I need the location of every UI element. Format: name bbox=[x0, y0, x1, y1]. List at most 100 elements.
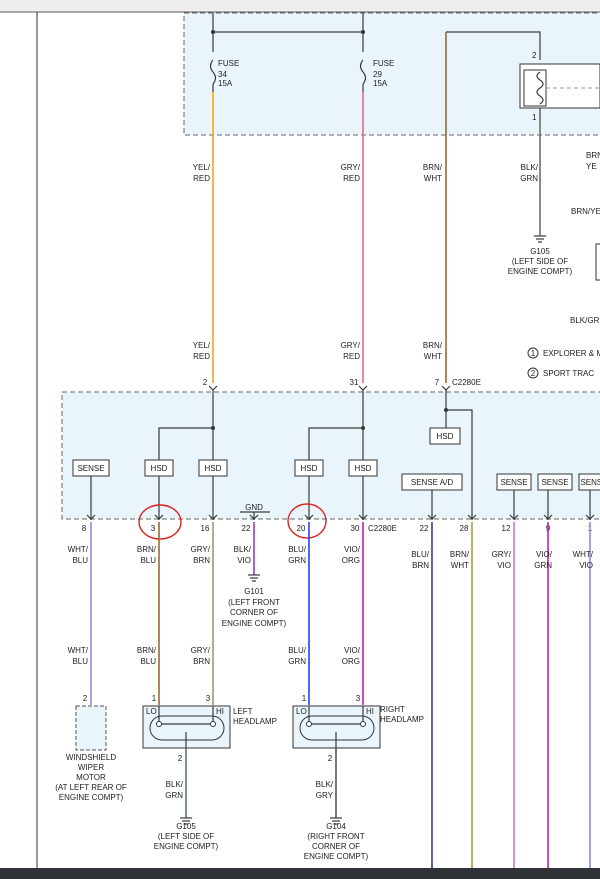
svg-text:BLK/: BLK/ bbox=[234, 545, 252, 554]
sense-block-3: SENSE bbox=[537, 473, 573, 491]
svg-text:ENGINE COMPT): ENGINE COMPT) bbox=[222, 619, 287, 628]
svg-text:GRN: GRN bbox=[534, 561, 552, 570]
svg-text:16: 16 bbox=[201, 524, 210, 533]
svg-text:HI: HI bbox=[366, 707, 374, 716]
svg-text:YEL/: YEL/ bbox=[193, 341, 211, 350]
sense-ad-block: SENSE A/D bbox=[401, 473, 463, 491]
svg-text:BLU/: BLU/ bbox=[411, 550, 430, 559]
svg-text:LO: LO bbox=[146, 707, 157, 716]
wire-labels-ground: BLK/ GRN BLK/ GRY bbox=[165, 780, 334, 800]
svg-text:BRN/: BRN/ bbox=[423, 163, 443, 172]
svg-text:MOTOR: MOTOR bbox=[76, 773, 106, 782]
svg-text:2: 2 bbox=[83, 694, 88, 703]
svg-text:BLU: BLU bbox=[72, 657, 88, 666]
wire-labels-bottom: WHT/ BLU BRN/ BLU GRY/ BRN BLK/ VIO BLU/… bbox=[68, 545, 594, 570]
svg-text:VIO/: VIO/ bbox=[536, 550, 553, 559]
svg-text:BRN: BRN bbox=[193, 556, 210, 565]
svg-text:BLU: BLU bbox=[140, 657, 156, 666]
svg-text:30: 30 bbox=[351, 524, 360, 533]
sense-block-2: SENSE bbox=[496, 473, 532, 491]
svg-text:SPORT TRAC: SPORT TRAC bbox=[543, 369, 594, 378]
svg-text:VIO: VIO bbox=[497, 561, 511, 570]
wire-labels-top: YEL/ RED GRY/ RED BRN/ WHT BLK/ GRN BRN … bbox=[193, 151, 600, 325]
svg-text:2: 2 bbox=[532, 51, 537, 60]
sense-block-1: SENSE bbox=[72, 459, 110, 477]
ground-g105-bottom: G105 (LEFT SIDE OF ENGINE COMPT) bbox=[154, 817, 219, 851]
svg-text:LO: LO bbox=[296, 707, 307, 716]
hsd-block-2: HSD bbox=[198, 459, 228, 477]
svg-text:1: 1 bbox=[152, 694, 157, 703]
svg-text:SENSE: SENSE bbox=[500, 478, 527, 487]
svg-text:GRN: GRN bbox=[520, 174, 538, 183]
svg-text:YEL/: YEL/ bbox=[193, 163, 211, 172]
svg-text:2: 2 bbox=[178, 754, 183, 763]
svg-text:GRY/: GRY/ bbox=[341, 341, 361, 350]
hsd-block-1: HSD bbox=[144, 459, 174, 477]
svg-text:YE: YE bbox=[586, 162, 597, 171]
svg-text:34: 34 bbox=[218, 70, 227, 79]
svg-text:(LEFT FRONT: (LEFT FRONT bbox=[228, 598, 280, 607]
highlight-circle-pin-3 bbox=[138, 504, 182, 540]
fuse-29: FUSE 29 15A bbox=[359, 59, 394, 92]
svg-text:C2280E: C2280E bbox=[452, 378, 481, 387]
lamp-pin-numbers: 2 1 3 1 3 2 2 bbox=[83, 694, 361, 763]
svg-text:BLK/: BLK/ bbox=[521, 163, 539, 172]
svg-text:BRN: BRN bbox=[586, 151, 600, 160]
bottom-toolbar[interactable] bbox=[0, 868, 600, 879]
svg-text:RED: RED bbox=[343, 352, 360, 361]
svg-text:BRN: BRN bbox=[193, 657, 210, 666]
svg-text:SENSE A/D: SENSE A/D bbox=[411, 478, 453, 487]
wire-labels-mid: YEL/ RED GRY/ RED BRN/ WHT bbox=[193, 341, 443, 361]
svg-text:15A: 15A bbox=[218, 79, 233, 88]
svg-text:GRN: GRN bbox=[288, 556, 306, 565]
svg-text:3: 3 bbox=[356, 694, 361, 703]
svg-text:(AT LEFT REAR OF: (AT LEFT REAR OF bbox=[55, 783, 127, 792]
pin-arrows bbox=[86, 514, 595, 520]
windshield-wiper-motor: WINDSHIELD WIPER MOTOR (AT LEFT REAR OF … bbox=[55, 705, 127, 802]
svg-text:31: 31 bbox=[350, 378, 359, 387]
svg-text:GRN: GRN bbox=[165, 791, 183, 800]
highlight-circle-pin-20 bbox=[287, 503, 327, 539]
svg-text:ORG: ORG bbox=[342, 556, 360, 565]
ground-g101: G101 (LEFT FRONT CORNER OF ENGINE COMPT) bbox=[222, 574, 287, 628]
svg-text:BRN/: BRN/ bbox=[450, 550, 470, 559]
svg-text:8: 8 bbox=[82, 524, 87, 533]
svg-text:HEADLAMP: HEADLAMP bbox=[380, 715, 424, 724]
ground-g104: G104 (RIGHT FRONT CORNER OF ENGINE COMPT… bbox=[304, 817, 369, 861]
svg-text:BRN/: BRN/ bbox=[137, 646, 157, 655]
svg-text:G105: G105 bbox=[530, 247, 550, 256]
svg-text:GRY/: GRY/ bbox=[492, 550, 512, 559]
svg-text:VIO: VIO bbox=[579, 561, 593, 570]
svg-text:CORNER OF: CORNER OF bbox=[230, 608, 278, 617]
svg-text:2: 2 bbox=[531, 369, 536, 378]
svg-text:FUSE: FUSE bbox=[373, 59, 394, 68]
svg-text:28: 28 bbox=[460, 524, 469, 533]
svg-text:ORG: ORG bbox=[342, 657, 360, 666]
svg-text:CORNER OF: CORNER OF bbox=[312, 842, 360, 851]
svg-text:GRY/: GRY/ bbox=[341, 163, 361, 172]
notes: 1 EXPLORER & M 2 SPORT TRAC bbox=[527, 347, 600, 379]
svg-text:ENGINE COMPT): ENGINE COMPT) bbox=[304, 852, 369, 861]
fuse-34: FUSE 34 15A bbox=[209, 59, 239, 92]
svg-text:1: 1 bbox=[531, 349, 536, 358]
wire-labels-low: WHT/ BLU BRN/ BLU GRY/ BRN BLU/ GRN VIO/… bbox=[68, 646, 361, 666]
svg-text:BLU/: BLU/ bbox=[288, 545, 307, 554]
svg-text:BLK/: BLK/ bbox=[166, 780, 184, 789]
svg-text:WHT: WHT bbox=[424, 352, 442, 361]
svg-text:BRN: BRN bbox=[412, 561, 429, 570]
hsd-block-4: HSD bbox=[348, 459, 378, 477]
svg-text:12: 12 bbox=[502, 524, 511, 533]
svg-text:HSD: HSD bbox=[355, 464, 372, 473]
hsd-block-5: HSD bbox=[429, 427, 461, 445]
svg-text:15A: 15A bbox=[373, 79, 388, 88]
connector-top-pins: 2 31 7 C2280E bbox=[203, 378, 481, 391]
svg-text:1: 1 bbox=[532, 113, 537, 122]
svg-text:HSD: HSD bbox=[205, 464, 222, 473]
svg-text:HEADLAMP: HEADLAMP bbox=[233, 717, 277, 726]
svg-text:HSD: HSD bbox=[301, 464, 318, 473]
svg-text:WHT: WHT bbox=[424, 174, 442, 183]
svg-text:(RIGHT FRONT: (RIGHT FRONT bbox=[307, 832, 364, 841]
relay-box bbox=[519, 63, 600, 109]
svg-text:RED: RED bbox=[193, 352, 210, 361]
svg-text:BLU/: BLU/ bbox=[288, 646, 307, 655]
